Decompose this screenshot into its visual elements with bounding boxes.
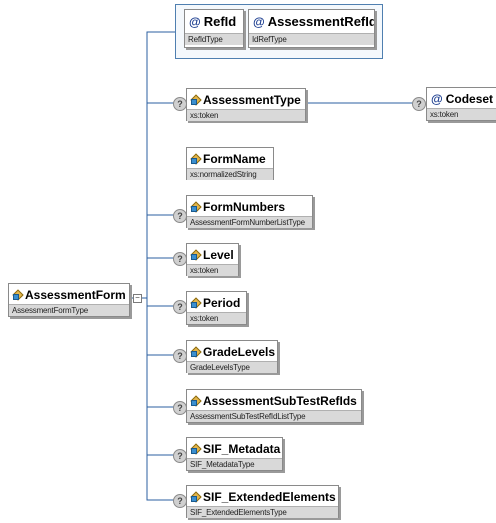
- element-name: FormName: [203, 152, 266, 166]
- element-icon: [191, 251, 200, 260]
- element-type: GradeLevelsType: [187, 361, 277, 373]
- attribute-icon: @: [431, 92, 443, 106]
- element-icon: [191, 155, 200, 164]
- element-name: Period: [203, 296, 241, 310]
- element-type: SIF_MetadataType: [187, 458, 282, 470]
- element-level[interactable]: Level xs:token: [186, 243, 239, 276]
- element-icon: [191, 299, 200, 308]
- element-name: AssessmentType: [203, 93, 301, 107]
- element-icon: [191, 397, 200, 406]
- optional-icon: ?: [173, 209, 187, 223]
- element-name: SIF_Metadata: [203, 442, 281, 456]
- element-assessmentsubtestrefids[interactable]: AssessmentSubTestRefIds AssessmentSubTes…: [186, 389, 362, 423]
- attribute-type: RefIdType: [185, 33, 243, 45]
- element-icon: [13, 291, 22, 300]
- element-gradelevels[interactable]: GradeLevels GradeLevelsType: [186, 340, 278, 373]
- element-name: GradeLevels: [203, 345, 276, 359]
- attribute-type: xs:token: [427, 108, 496, 120]
- attribute-icon: @: [189, 15, 201, 29]
- element-name: AssessmentSubTestRefIds: [203, 394, 357, 408]
- element-type: SIF_ExtendedElementsType: [187, 506, 338, 518]
- collapse-toggle[interactable]: −: [133, 294, 142, 303]
- attribute-icon: @: [253, 15, 265, 29]
- attribute-type: IdRefType: [249, 33, 374, 45]
- element-formname[interactable]: FormName xs:normalizedString: [186, 147, 274, 180]
- element-icon: [191, 348, 200, 357]
- optional-icon: ?: [173, 401, 187, 415]
- attribute-assessmentrefid[interactable]: @AssessmentRefId IdRefType: [248, 9, 375, 48]
- element-icon: [191, 96, 200, 105]
- element-name: Level: [203, 248, 234, 262]
- root-element-type: AssessmentFormType: [9, 304, 129, 316]
- element-icon: [191, 203, 200, 212]
- element-type: AssessmentSubTestRefIdListType: [187, 410, 361, 422]
- optional-icon: ?: [173, 252, 187, 266]
- element-name: FormNumbers: [203, 200, 286, 214]
- optional-icon: ?: [173, 449, 187, 463]
- element-type: xs:normalizedString: [187, 168, 273, 180]
- element-name: SIF_ExtendedElements: [203, 490, 336, 504]
- root-element[interactable]: AssessmentForm AssessmentFormType: [8, 283, 130, 317]
- attribute-refid[interactable]: @RefId RefIdType: [184, 9, 244, 48]
- attribute-name: AssessmentRefId: [267, 14, 374, 29]
- element-icon: [191, 493, 200, 502]
- attribute-codeset[interactable]: @Codeset xs:token: [426, 87, 496, 121]
- optional-icon: ?: [173, 494, 187, 508]
- element-type: xs:token: [187, 109, 305, 121]
- element-formnumbers[interactable]: FormNumbers AssessmentFormNumberListType: [186, 195, 313, 228]
- attribute-name: RefId: [203, 14, 237, 29]
- element-icon: [191, 445, 200, 454]
- element-type: xs:token: [187, 312, 246, 324]
- optional-icon: ?: [173, 300, 187, 314]
- optional-icon: ?: [173, 349, 187, 363]
- optional-icon: ?: [412, 97, 426, 111]
- optional-icon: ?: [173, 97, 187, 111]
- element-type: xs:token: [187, 264, 238, 276]
- element-type: AssessmentFormNumberListType: [187, 216, 312, 228]
- root-element-name: AssessmentForm: [25, 288, 126, 302]
- element-period[interactable]: Period xs:token: [186, 291, 247, 325]
- attribute-name: Codeset: [445, 92, 494, 106]
- element-sif-extendedelements[interactable]: SIF_ExtendedElements SIF_ExtendedElement…: [186, 485, 339, 518]
- element-assessmenttype[interactable]: AssessmentType xs:token: [186, 88, 306, 121]
- element-sif-metadata[interactable]: SIF_Metadata SIF_MetadataType: [186, 437, 283, 471]
- connector-trunk: [146, 298, 175, 501]
